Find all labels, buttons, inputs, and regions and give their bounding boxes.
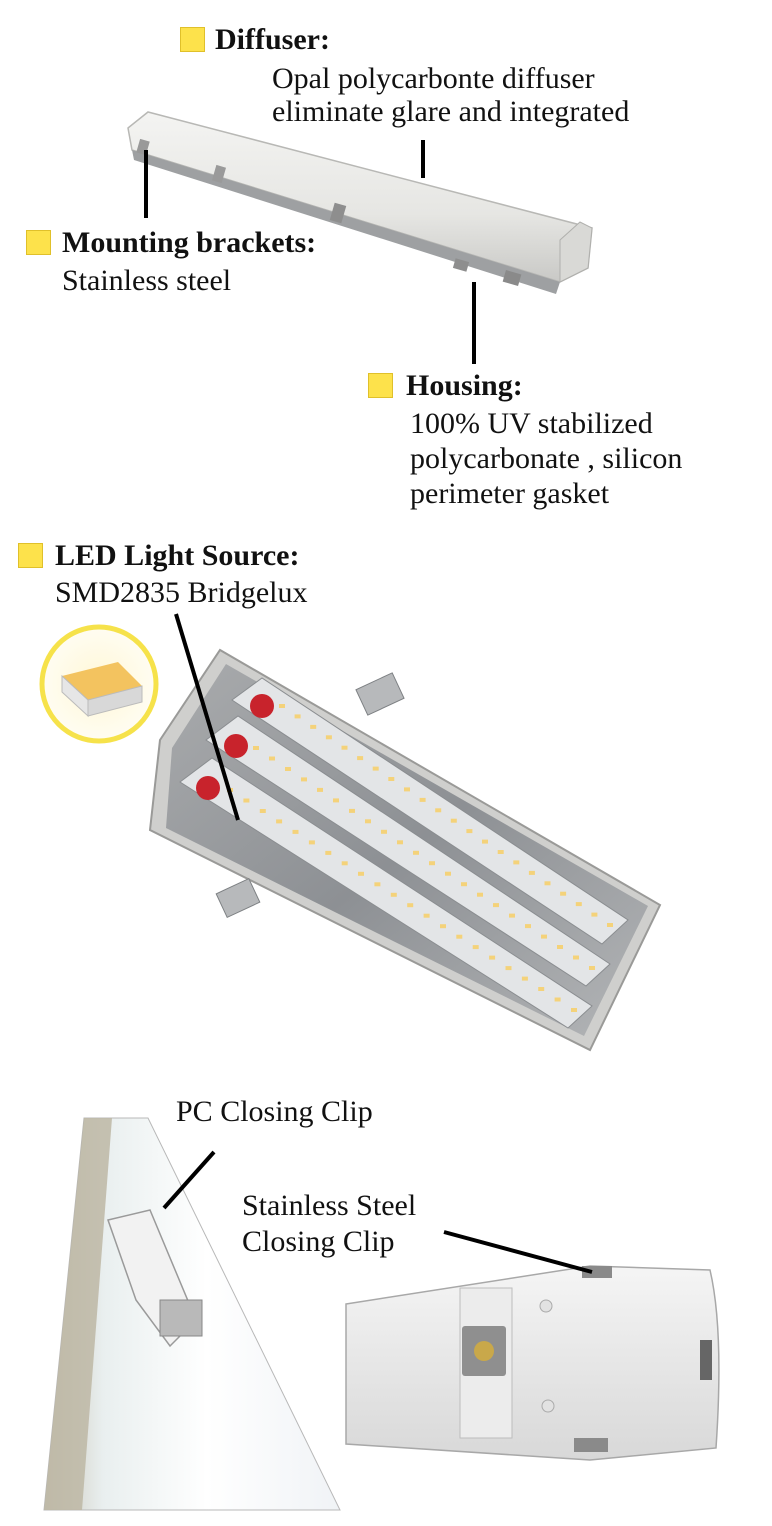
led-chip — [276, 819, 283, 824]
led-chip — [571, 1008, 577, 1012]
led-chip — [358, 871, 364, 876]
led-chip — [259, 809, 266, 813]
led-chip — [589, 966, 595, 970]
housing-desc-line-2: polycarbonate , silicon — [410, 442, 683, 475]
led-chip — [357, 756, 364, 761]
led-chip — [423, 913, 430, 918]
led-chip — [419, 797, 426, 802]
led-chip — [388, 777, 395, 781]
led-chip — [341, 861, 348, 866]
led-chip — [497, 850, 504, 854]
led-chip — [472, 945, 479, 950]
led-desc-line-1: SMD2835 Bridgelux — [55, 576, 308, 609]
led-chip — [253, 746, 259, 750]
led-chip — [404, 787, 410, 792]
led-chip — [456, 934, 463, 939]
led-chip — [525, 924, 531, 929]
led-chip — [557, 945, 563, 949]
led-chip — [310, 724, 317, 729]
tube-clip-photo — [43, 1117, 341, 1511]
led-chip — [450, 818, 457, 823]
led-chip — [435, 808, 442, 813]
led-chip — [560, 891, 567, 896]
led-chip — [461, 882, 467, 887]
led-chip — [513, 860, 520, 865]
led-chip — [413, 850, 419, 855]
pc-clip-leader-line — [162, 1150, 216, 1210]
mounting-marker — [26, 230, 51, 255]
led-chip — [374, 882, 381, 887]
led-chip — [292, 829, 299, 834]
led-chip — [341, 745, 348, 750]
led-chip — [390, 892, 397, 897]
housing-title: Housing: — [406, 369, 523, 402]
led-chip — [521, 976, 528, 981]
led-chip — [554, 997, 561, 1002]
led-chip — [269, 756, 275, 761]
led-chip — [325, 735, 332, 740]
led-title: LED Light Source: — [55, 539, 300, 572]
led-leader-line — [174, 613, 240, 821]
led-chip — [544, 881, 551, 886]
led-chip — [493, 903, 499, 908]
led-chip — [505, 966, 512, 971]
end-cap-photo — [345, 1265, 720, 1461]
led-chip — [528, 870, 535, 875]
pc-clip-caption: PC Closing Clip — [176, 1095, 373, 1128]
housing-desc-line-1: 100% UV stabilized — [410, 407, 653, 440]
led-chip — [294, 714, 301, 719]
led-chip — [325, 850, 332, 855]
led-chip — [575, 902, 582, 907]
led-chip — [301, 777, 307, 782]
led-chip — [445, 871, 451, 876]
leader-lines — [144, 140, 593, 1274]
led-chip — [541, 934, 547, 939]
smd-chip-inset — [39, 624, 159, 744]
led-chip — [397, 840, 403, 845]
led-chip — [317, 787, 323, 792]
steel-clip-caption-line-2: Closing Clip — [242, 1225, 395, 1258]
led-chip — [477, 892, 483, 897]
led-chip — [365, 819, 371, 824]
mounting-desc-line-1: Stainless steel — [62, 264, 232, 297]
led-chip — [279, 704, 285, 708]
led-chip — [482, 839, 488, 844]
diffuser-desc-line-2: eliminate glare and integrated — [272, 95, 630, 128]
led-chip — [333, 798, 339, 803]
led-chip — [538, 987, 545, 991]
luminaire-photo — [127, 111, 593, 294]
led-marker — [18, 543, 43, 568]
led-chip — [466, 829, 473, 834]
housing-desc-line-3: perimeter gasket — [410, 477, 610, 510]
led-chip — [607, 923, 613, 927]
led-chip-dots — [227, 704, 613, 1012]
steel-clip-caption-line-1: Stainless Steel — [242, 1189, 417, 1222]
led-chip — [308, 840, 315, 845]
led-chip — [509, 913, 515, 918]
diffuser-desc-line-1: Opal polycarbonte diffuser — [272, 62, 595, 95]
housing-marker — [368, 373, 393, 398]
led-chip — [573, 955, 579, 960]
led-chip — [372, 766, 379, 771]
led-chip — [440, 924, 446, 929]
led-panel-photo — [148, 648, 662, 1052]
led-chip — [381, 829, 387, 834]
led-chip — [243, 798, 250, 803]
led-chip — [407, 903, 414, 908]
led-chip — [489, 955, 496, 960]
diffuser-marker — [180, 27, 205, 52]
led-chip — [591, 912, 598, 917]
diffuser-title: Diffuser: — [215, 23, 330, 56]
led-chip — [285, 767, 291, 771]
led-chip — [429, 861, 435, 866]
mounting-title: Mounting brackets: — [62, 226, 317, 259]
led-chip — [349, 808, 355, 813]
steel-clip-leader-line — [443, 1230, 593, 1274]
